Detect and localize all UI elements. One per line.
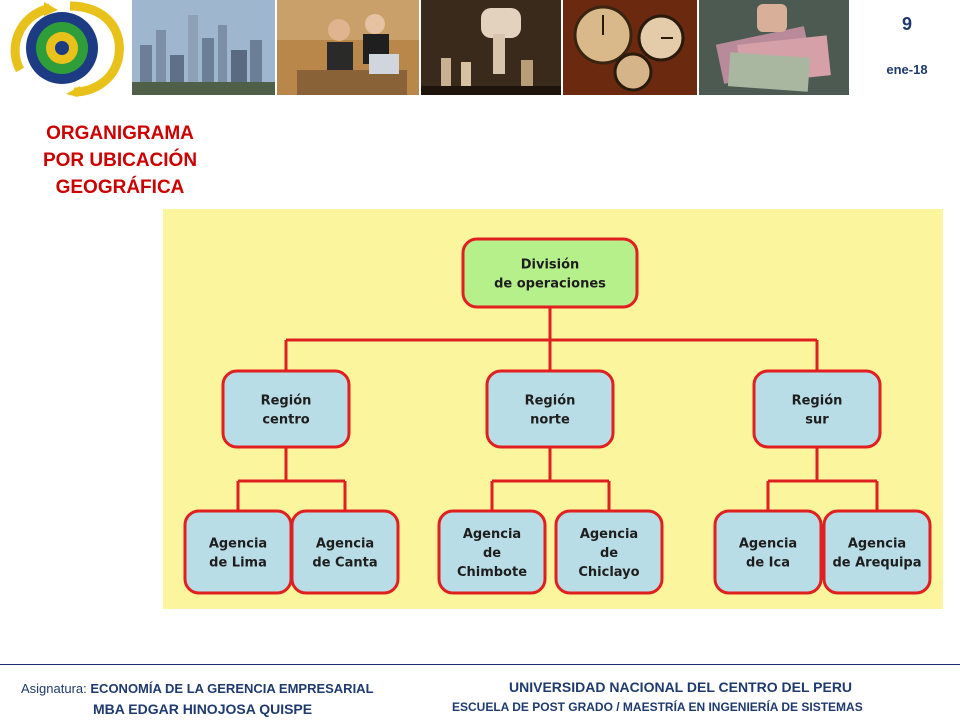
header-strip: 9 ene-18: [0, 0, 960, 97]
agency-node-3-1-label-2: de Ica: [746, 556, 790, 571]
city-skyline-photo: [132, 0, 275, 95]
slide-number: 9: [901, 14, 912, 34]
region-node-2: [485, 369, 615, 449]
agency-node-1-2-label-2: de Canta: [312, 556, 377, 571]
chess-photo: [421, 0, 561, 95]
root-node: [461, 237, 639, 309]
school-name: ESCUELA DE POST GRADO / MAESTRÍA EN INGE…: [452, 700, 863, 714]
agency-node-1-1-label-2: de Lima: [209, 556, 267, 571]
agency-node-2-1-label-3: Chimbote: [457, 565, 527, 580]
region-node-2-label-2: norte: [530, 413, 570, 428]
region-node-1-label-1: Región: [261, 394, 312, 409]
agency-node-1-2-label-1: Agencia: [316, 537, 374, 552]
root-node-label-2: de operaciones: [494, 277, 606, 292]
region-node-3-label-2: sur: [805, 413, 829, 428]
region-node-1-label-2: centro: [262, 413, 309, 428]
money-photo: [699, 0, 849, 95]
course-label: Asignatura:: [21, 681, 87, 696]
region-node-3-label-1: Región: [792, 394, 843, 409]
agency-node-3-2-label-2: de Arequipa: [832, 556, 921, 571]
agency-node-2-1: [437, 509, 547, 595]
agency-node-2-2: [554, 509, 664, 595]
slide-title: ORGANIGRAMA POR UBICACIÓN GEOGRÁFICA: [10, 120, 230, 201]
root-node-label-1: División: [521, 258, 580, 273]
agency-node-1-1-label-1: Agencia: [209, 537, 267, 552]
region-node-1: [221, 369, 351, 449]
agency-node-1-2: [290, 509, 400, 595]
footer: Asignatura: ECONOMÍA DE LA GERENCIA EMPR…: [0, 664, 960, 721]
clocks-photo: [563, 0, 697, 95]
agency-node-3-1: [713, 509, 823, 595]
agency-node-3-2: [822, 509, 932, 595]
university-name: UNIVERSIDAD NACIONAL DEL CENTRO DEL PERU: [509, 679, 853, 695]
agency-node-2-2-label-1: Agencia: [580, 527, 638, 542]
agency-node-2-2-label-3: Chiclayo: [578, 565, 639, 580]
university-logo: [10, 1, 124, 97]
office-meeting-photo: [277, 0, 419, 95]
agency-node-2-1-label-1: Agencia: [463, 527, 521, 542]
agency-node-2-1-label-2: de: [483, 546, 501, 561]
region-node-3: [752, 369, 882, 449]
course-line: Asignatura: ECONOMÍA DE LA GERENCIA EMPR…: [21, 681, 374, 696]
slide-date: ene-18: [886, 62, 928, 77]
agency-node-3-1-label-1: Agencia: [739, 537, 797, 552]
title-line-1: ORGANIGRAMA: [46, 123, 194, 144]
agency-node-1-1: [183, 509, 293, 595]
title-line-3: GEOGRÁFICA: [55, 177, 185, 198]
agency-node-2-2-label-2: de: [600, 546, 618, 561]
agency-node-3-2-label-1: Agencia: [848, 537, 906, 552]
title-line-2: POR UBICACIÓN: [42, 150, 198, 171]
region-node-2-label-1: Región: [525, 394, 576, 409]
instructor-name: MBA EDGAR HINOJOSA QUISPE: [93, 701, 313, 717]
course-name: ECONOMÍA DE LA GERENCIA EMPRESARIAL: [90, 681, 374, 696]
